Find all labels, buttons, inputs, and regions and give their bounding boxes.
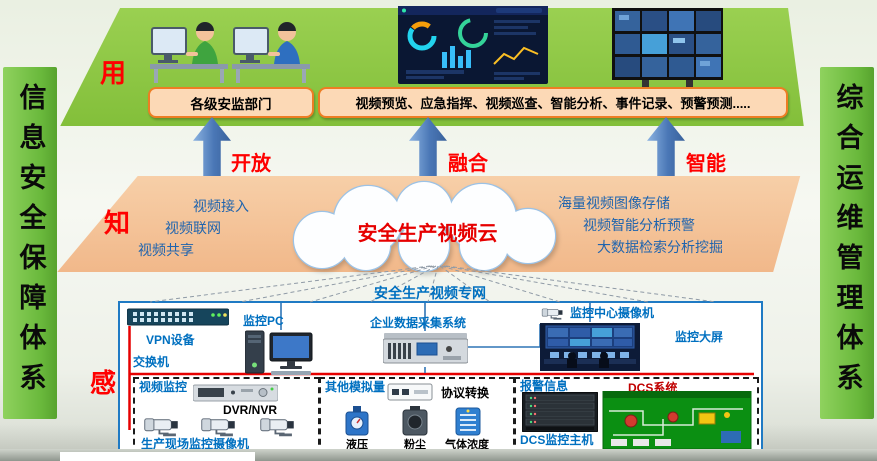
dust-sensor-icon — [402, 406, 428, 436]
protocol-converter-label: 协议转换 — [441, 386, 490, 400]
cctv-camera-icon — [260, 418, 294, 437]
dust-label: 粉尘 — [404, 439, 426, 451]
layer-label-use: 用 — [100, 58, 127, 88]
capability-video-share: 视频共享 — [138, 242, 194, 258]
big-screen-label: 监控大屏 — [675, 330, 724, 344]
switch-label: 交换机 — [133, 355, 170, 369]
cloud-title: 安全生产视频云 — [357, 223, 498, 245]
video-group-title: 视频监控 — [139, 380, 188, 394]
video-wall-clipart — [612, 8, 723, 96]
cctv-camera-icon — [201, 418, 235, 437]
slide-bottom-corner — [60, 452, 255, 461]
control-room-photo — [540, 323, 640, 371]
arrow-label-fusion: 融合 — [448, 153, 488, 175]
gas-label: 气体浓度 — [445, 439, 489, 451]
operators-clipart — [150, 22, 310, 83]
center-camera-icon — [541, 308, 563, 320]
up-arrow-intelligent — [647, 117, 685, 183]
layer-label-know: 知 — [104, 208, 131, 238]
capability-mass-storage: 海量视频图像存储 — [558, 195, 670, 211]
dvr-device — [193, 384, 278, 402]
monitor-pc-label: 监控PC — [243, 314, 284, 328]
arrow-label-open: 开放 — [231, 153, 271, 175]
capability-bigdata-mining: 大数据检索分析挖掘 — [597, 239, 723, 255]
cloud-shape — [292, 180, 557, 272]
private-network-label: 安全生产视频专网 — [374, 285, 486, 301]
right-pillar-text: 综合运维管理体系 — [832, 83, 863, 403]
cctv-camera-icon — [144, 418, 178, 437]
dcs-host-device — [522, 392, 598, 432]
field-cameras-caption: 生产现场监控摄像机 — [141, 437, 250, 451]
up-arrow-open — [193, 117, 231, 183]
department-box: 各级安监部门 — [148, 87, 314, 118]
analog-group-title: 其他模拟量 — [325, 380, 386, 394]
capability-intelligent-analysis: 视频智能分析预警 — [583, 217, 695, 233]
monitor-pc-device — [245, 330, 313, 375]
alarm-group-title: 报警信息 — [520, 379, 569, 393]
video-group-box: 视频监控 DVR/NVR — [133, 377, 320, 455]
collector-label: 企业数据采集系统 — [370, 316, 467, 330]
dcs-host-label: DCS监控主机 — [520, 433, 594, 447]
up-arrow-fusion — [409, 117, 447, 183]
hydraulic-sensor-icon — [345, 406, 369, 436]
functions-box: 视频预览、应急指挥、视频巡查、智能分析、事件记录、预警预测..... — [318, 87, 788, 118]
collector-device — [383, 333, 468, 364]
vpn-label: VPN设备 — [146, 333, 195, 347]
arrow-label-intelligent: 智能 — [686, 153, 726, 175]
switch-device — [127, 308, 229, 326]
center-camera-label: 监控中心摄像机 — [570, 306, 655, 320]
capability-video-access: 视频接入 — [193, 198, 249, 214]
gas-sensor-icon — [455, 407, 481, 436]
left-pillar: 信息安全保障体系 — [3, 67, 57, 419]
analog-group-box: 其他模拟量 协议转换 液压 粉尘 气体浓度 — [319, 377, 515, 455]
left-pillar-text: 信息安全保障体系 — [15, 83, 46, 403]
dvr-label: DVR/NVR — [223, 403, 278, 417]
layer-label-sense: 感 — [90, 368, 117, 398]
dashboard-screenshot — [398, 6, 548, 84]
right-pillar: 综合运维管理体系 — [820, 67, 874, 419]
protocol-converter-device — [387, 383, 433, 401]
capability-video-network: 视频联网 — [165, 220, 221, 236]
dcs-screen-photo — [602, 391, 752, 449]
alarm-group-box: 报警信息 DCS系统 DCS监控主机 — [514, 377, 759, 455]
hydraulic-label: 液压 — [346, 439, 368, 451]
